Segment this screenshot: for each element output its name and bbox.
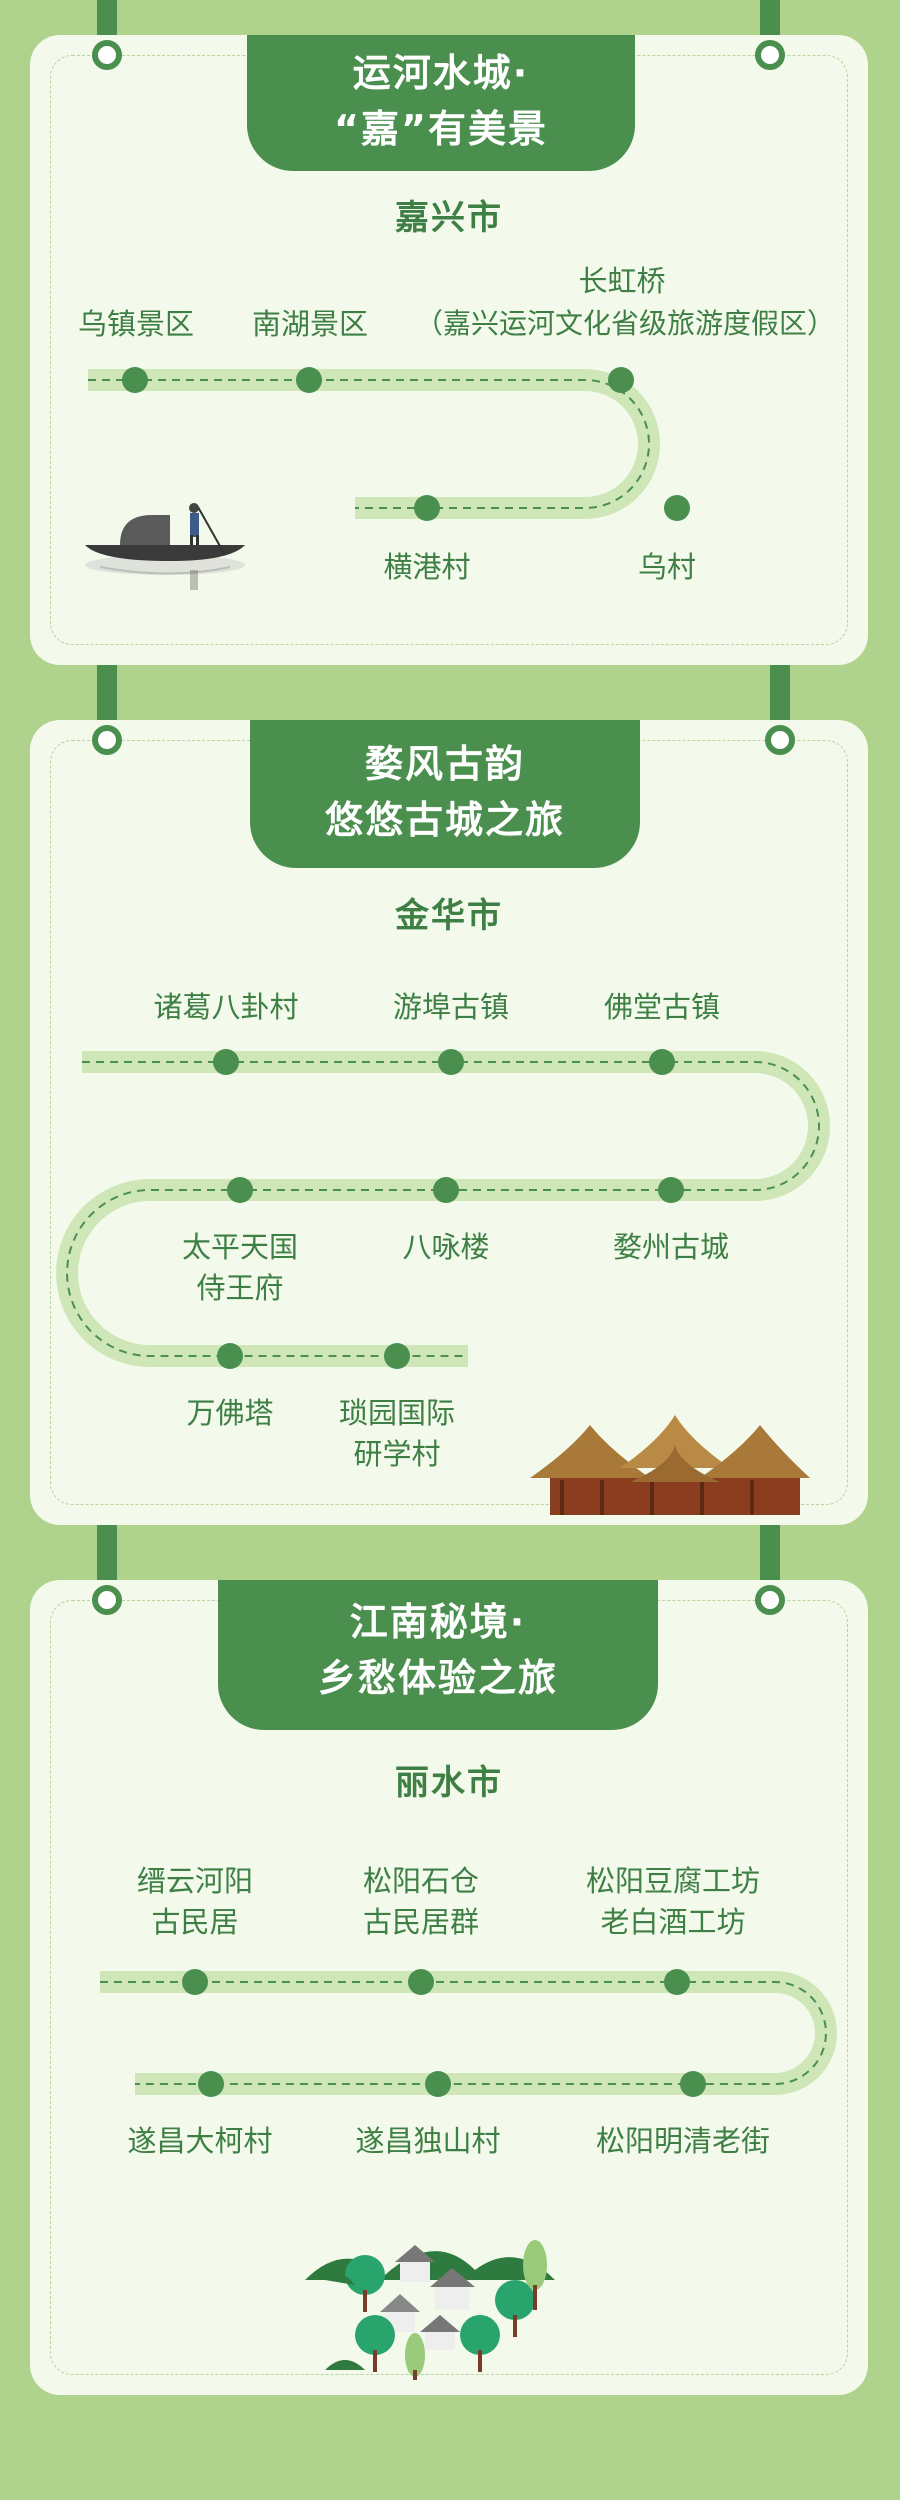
pavilion-illustration	[530, 1415, 810, 1515]
section-title: 江南秘境· 乡愁体验之旅	[218, 1580, 658, 1730]
route-stop-dot	[227, 1177, 253, 1203]
stop-label: 古民居群	[362, 1905, 480, 1939]
stop-label: 松阳石仓	[362, 1864, 480, 1898]
route-card-lishui: 江南秘境· 乡愁体验之旅 丽水市 缙云河阳 古民居 松阳石仓 古民居群 松阳豆腐…	[30, 1580, 868, 2395]
route-stop-dot	[664, 1969, 690, 1995]
route-card-jinhua: 婺风古韵 悠悠古城之旅 金华市 诸葛八卦村 游埠古镇 佛堂古镇 太平天国 侍王府…	[30, 720, 868, 1525]
stop-label: 万佛塔	[186, 1396, 274, 1430]
stop-label: 乌村	[637, 550, 697, 584]
stop-label: 八咏楼	[402, 1230, 490, 1264]
stop-label: 诸葛八卦村	[153, 990, 299, 1024]
stop-label: 老白酒工坊	[600, 1905, 746, 1939]
route-path	[88, 367, 690, 521]
stop-label: 缙云河阳	[136, 1864, 254, 1898]
stop-label: （嘉兴运河文化省级旅游度假区）	[414, 307, 836, 340]
route-track	[100, 1971, 837, 2095]
route-dashed-line	[66, 1061, 820, 1357]
stop-label: 长虹桥	[578, 264, 666, 298]
stop-label: 横港村	[383, 550, 471, 584]
stop-label: 游埠古镇	[392, 990, 510, 1024]
stop-label: 南湖景区	[251, 307, 369, 341]
route-stop-dot	[433, 1177, 459, 1203]
boat-illustration	[85, 503, 245, 590]
section-title-line2: 悠悠古城之旅	[324, 798, 565, 842]
section-title-line2: “嘉”有美景	[334, 107, 548, 151]
stop-label: 研学村	[353, 1437, 441, 1471]
route-stop-dot	[608, 367, 634, 393]
section-title-line1: 婺风古韵	[364, 742, 525, 786]
stop-label: 松阳明清老街	[595, 2124, 771, 2158]
route-stop-dot	[122, 367, 148, 393]
hanger-hole	[755, 1585, 785, 1615]
route-stop-dot	[680, 2071, 706, 2097]
stop-label: 佛堂古镇	[603, 990, 721, 1024]
stop-label: 琐园国际	[338, 1396, 456, 1430]
route-stop-dot	[296, 367, 322, 393]
route-stop-dot	[213, 1049, 239, 1075]
route-stop-dot	[438, 1049, 464, 1075]
hanger-hole	[755, 40, 785, 70]
village-illustration	[305, 2240, 555, 2380]
stop-label: 乌镇景区	[77, 307, 195, 341]
hanger-hole	[92, 725, 122, 755]
route-path	[56, 1049, 830, 1369]
hanger-hole	[765, 725, 795, 755]
section-title-line2: 乡愁体验之旅	[317, 1656, 558, 1700]
stop-label: 遂昌大柯村	[127, 2124, 273, 2158]
route-stop-dot	[198, 2071, 224, 2097]
route-card-jiaxing: 运河水城· “嘉”有美景 嘉兴市 乌镇景区 南湖景区 长虹桥 （嘉兴运河文化省级…	[30, 35, 868, 665]
city-name: 金华市	[395, 896, 503, 936]
stop-label: 侍王府	[196, 1271, 284, 1305]
route-stop-dot	[664, 495, 690, 521]
route-stop-dot	[182, 1969, 208, 1995]
hanger-hole	[92, 40, 122, 70]
stop-label: 遂昌独山村	[355, 2124, 501, 2158]
stop-label: 太平天国	[181, 1230, 299, 1264]
route-stop-dot	[425, 2071, 451, 2097]
route-track	[56, 1051, 830, 1367]
route-stop-dot	[384, 1343, 410, 1369]
section-title-line1: 江南秘境·	[349, 1600, 527, 1644]
section-title: 运河水城· “嘉”有美景	[247, 35, 635, 171]
city-name: 嘉兴市	[395, 198, 503, 238]
route-path	[100, 1969, 837, 2097]
route-stop-dot	[217, 1343, 243, 1369]
route-stop-dot	[658, 1177, 684, 1203]
route-stop-dot	[414, 495, 440, 521]
stop-label: 松阳豆腐工坊	[585, 1864, 761, 1898]
section-title-line1: 运河水城·	[352, 51, 530, 95]
route-stop-dot	[408, 1969, 434, 1995]
stop-label: 婺州古城	[612, 1230, 730, 1264]
hanger-hole	[92, 1585, 122, 1615]
route-dashed-line	[100, 1981, 827, 2085]
city-name: 丽水市	[395, 1763, 503, 1803]
route-stop-dot	[649, 1049, 675, 1075]
stop-label: 古民居	[151, 1905, 239, 1939]
section-title: 婺风古韵 悠悠古城之旅	[250, 720, 640, 868]
